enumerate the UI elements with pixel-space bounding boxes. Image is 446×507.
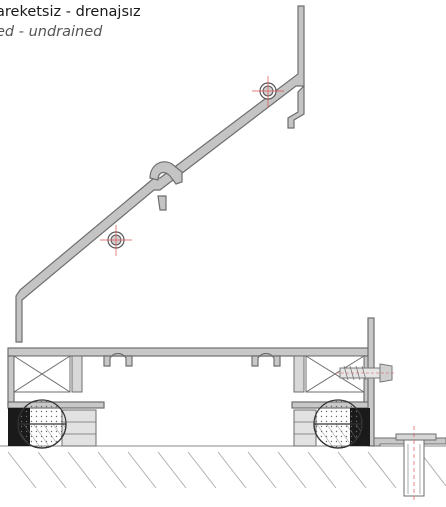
- anchor-bolt-icon: [395, 426, 437, 500]
- hinge-pin-icon: [100, 225, 132, 256]
- inclined-frame-profile: [15, 5, 305, 343]
- left-seal-stack: [8, 399, 97, 449]
- diagram-caption: areketsiz - drenajsız ed - undrained: [0, 0, 446, 46]
- right-seal-stack: [293, 399, 370, 449]
- caption-subtitle: ed - undrained: [0, 24, 103, 40]
- hinge-pin-icon: [252, 76, 284, 108]
- left-thermal-break: [13, 355, 83, 393]
- caption-title: areketsiz - drenajsız: [0, 4, 141, 20]
- ground-hatching: [0, 445, 446, 489]
- screw-icon: [336, 363, 396, 383]
